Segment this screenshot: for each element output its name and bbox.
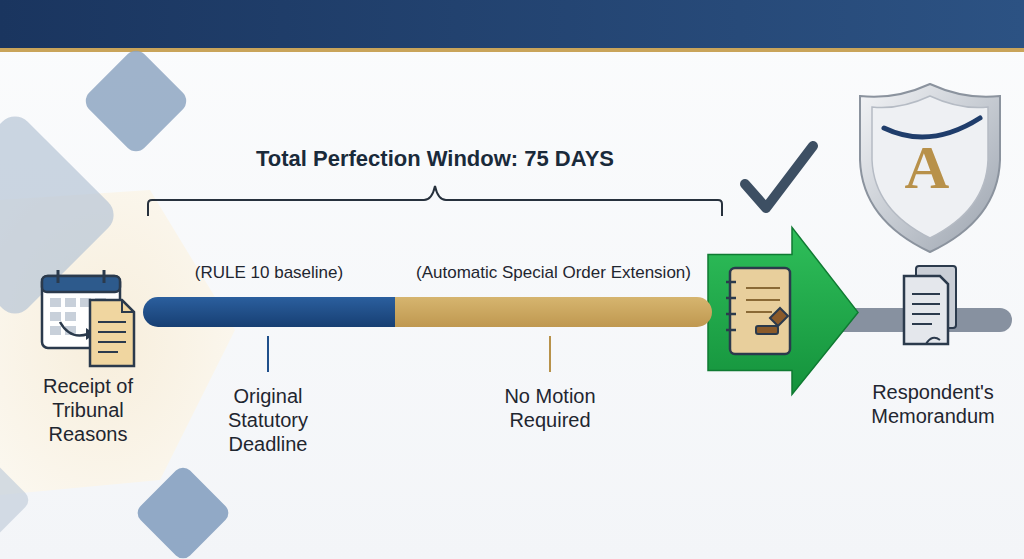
deco-diamond [0,109,121,321]
segment-label: (Automatic Special Order Extension) [395,263,712,283]
binder-icon [726,268,790,354]
timeline-node: Receipt of Tribunal Reasons [14,374,162,446]
tick-mark [267,336,269,372]
annotation-label: Original Statutory Deadline [193,384,343,456]
deco-diamond [81,46,191,156]
timeline-node: Respondent's Memorandum [858,262,1008,432]
deco-diamond [134,464,233,559]
gold-rule [0,48,1024,52]
timeline-segment: (Automatic Special Order Extension) [395,263,712,327]
timeline-bar [395,297,712,327]
memorandum-icon [904,266,956,344]
segment-label: (RULE 10 baseline) [143,263,395,283]
node-label: Respondent's Memorandum [858,262,1008,428]
span-bracket [148,186,722,216]
shield-logo [860,84,1000,252]
annotation-label: No Motion Required [465,384,635,432]
logo-letter: A [897,136,957,198]
check-mark [745,146,813,208]
timeline-segment: (RULE 10 baseline) [143,263,395,327]
tick-mark [549,336,551,372]
calendar-icon [42,270,134,366]
node-label: Receipt of Tribunal Reasons [14,374,162,446]
deco-diamond [0,458,32,543]
flow-arrow [708,227,858,394]
arrow-shape [708,227,858,394]
diagram-title: Total Perfection Window: 75 DAYS [235,146,635,172]
top-bar [0,0,1024,48]
timeline-bar [143,297,395,327]
